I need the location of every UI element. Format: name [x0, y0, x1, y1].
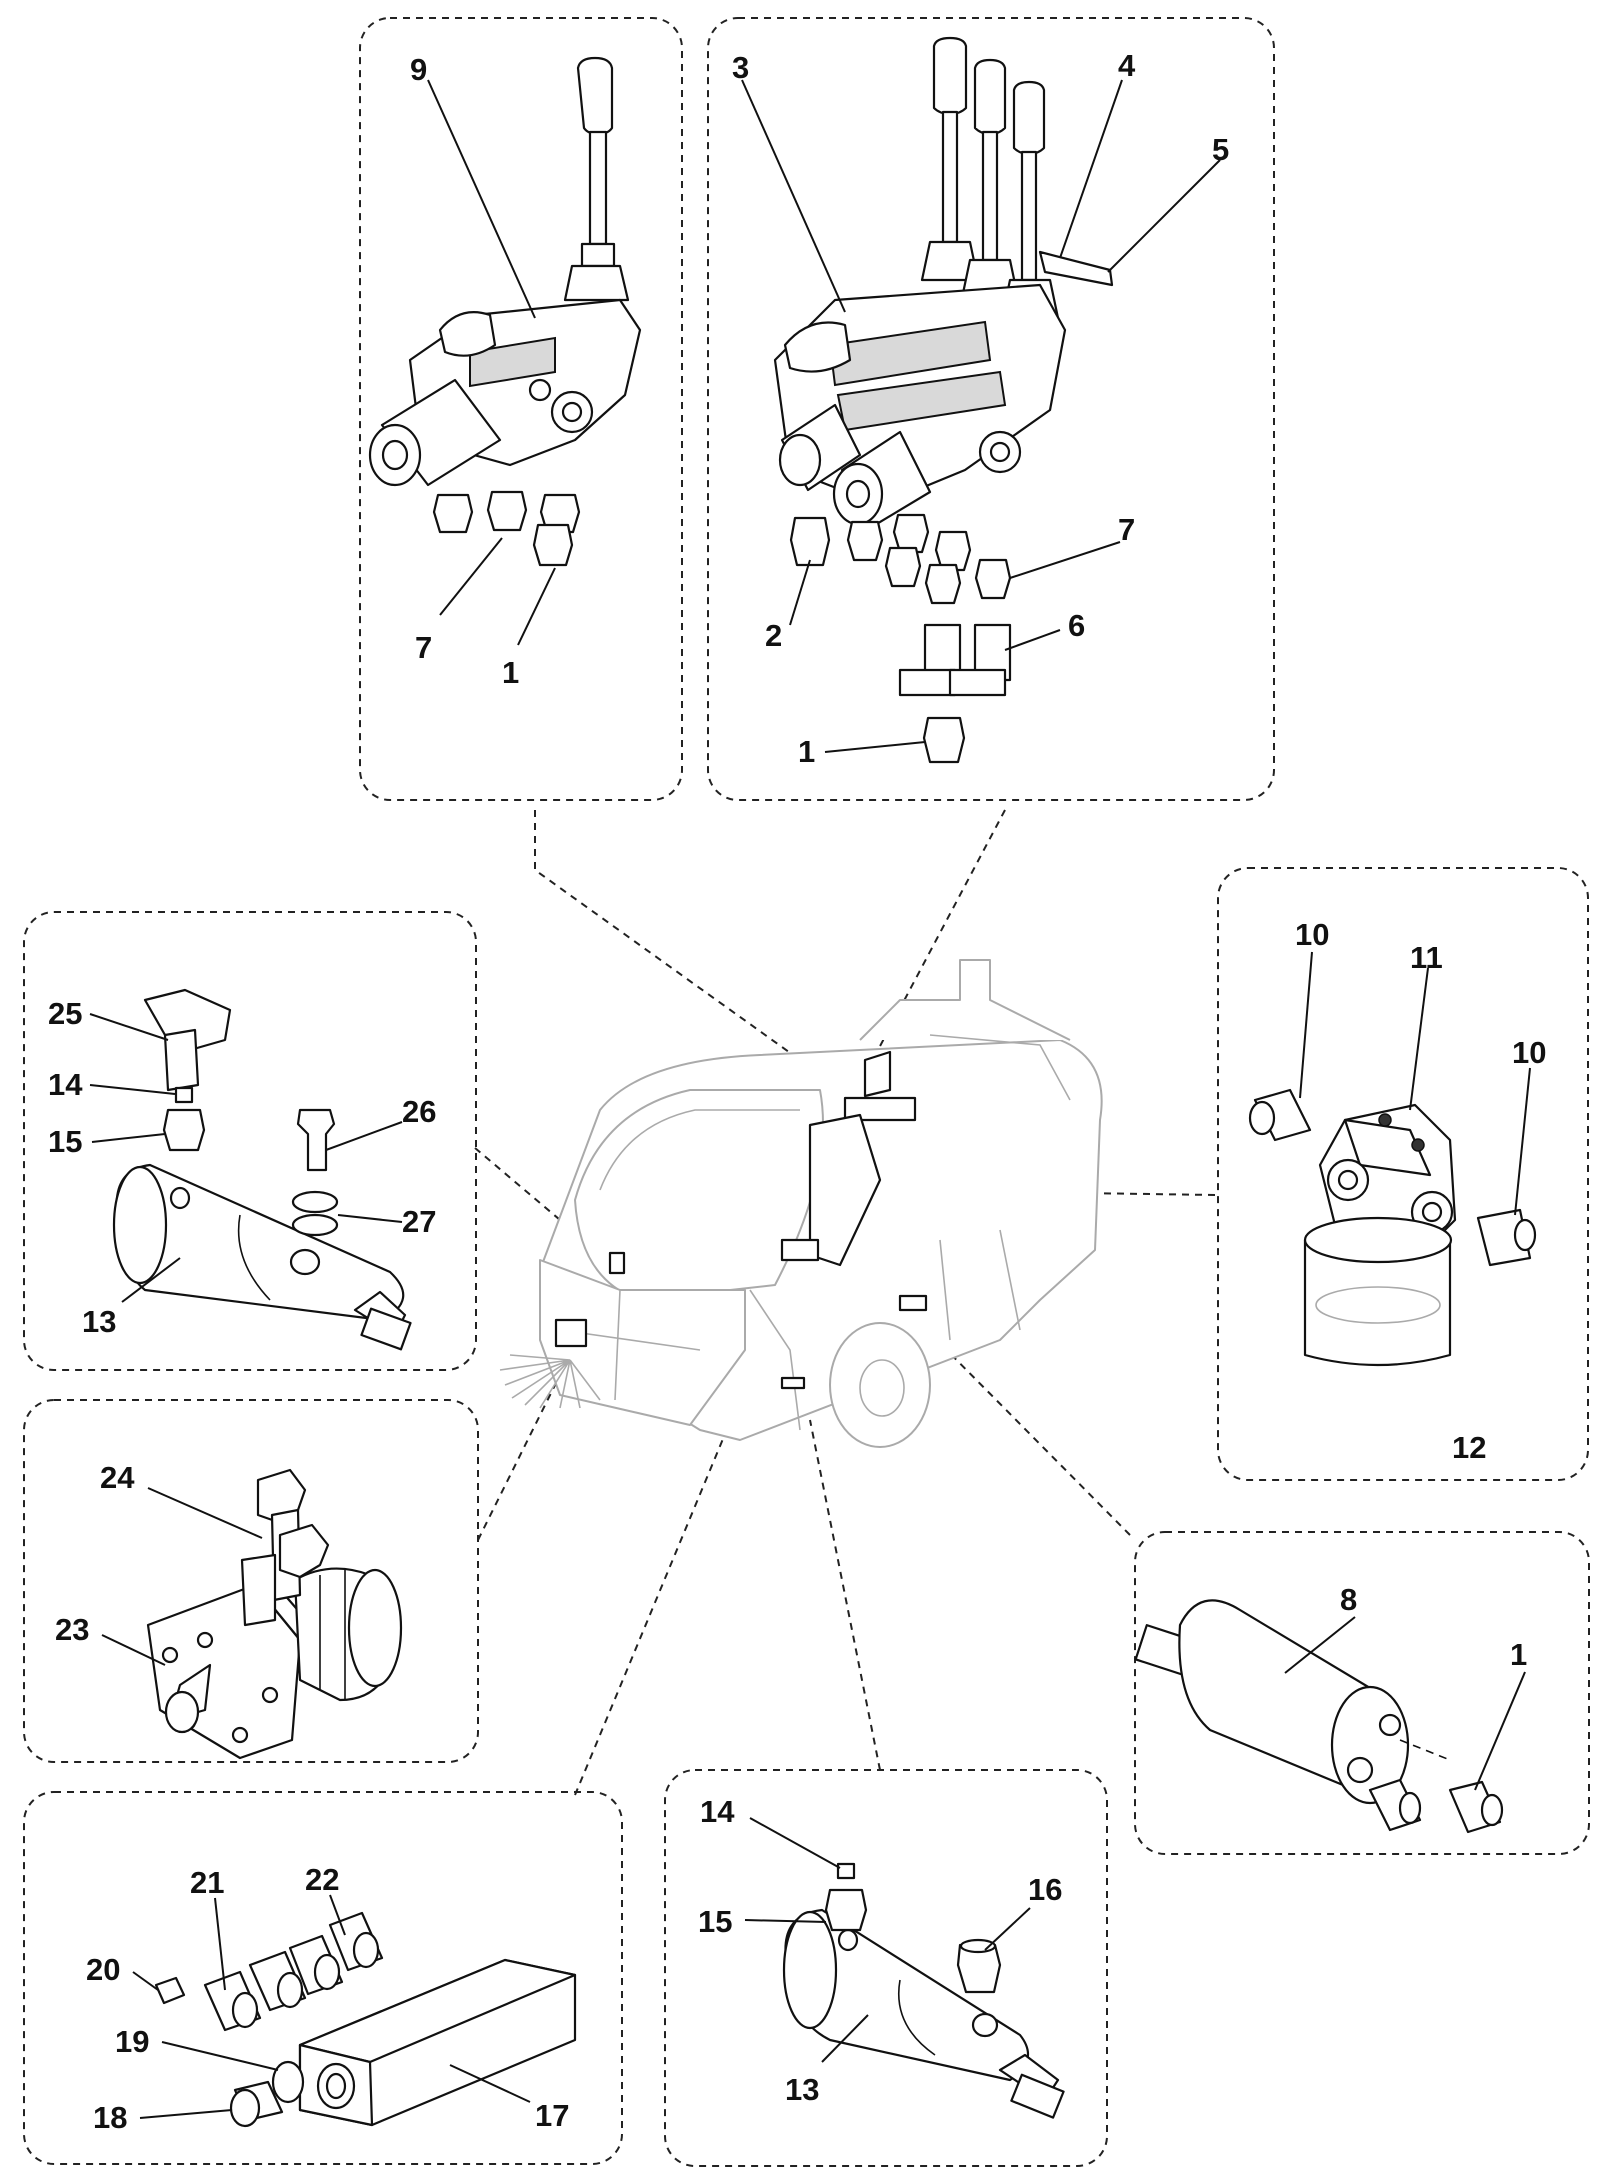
- hydraulic-valve-single-icon: [368, 56, 642, 487]
- panel3-leaders: [1299, 951, 1531, 1216]
- fitting-icon: [789, 513, 1012, 764]
- callout-24: 24: [100, 1460, 135, 1495]
- callout-27: 27: [402, 1204, 436, 1239]
- panel2-leaders: [741, 79, 1221, 753]
- callout-14: 14: [700, 1794, 735, 1829]
- panel7-leaders: [132, 1894, 531, 2119]
- callout-2: 2: [765, 618, 782, 653]
- panel4-leaders: [89, 1013, 403, 1303]
- callout-1: 1: [1510, 1637, 1527, 1672]
- callout-14: 14: [48, 1067, 83, 1102]
- callout-23: 23: [55, 1612, 89, 1647]
- panel5-leaders: [101, 1487, 263, 1666]
- callout-26: 26: [402, 1094, 436, 1129]
- callout-25: 25: [48, 996, 82, 1031]
- callout-5: 5: [1212, 132, 1229, 167]
- hydraulic-valve-triple-icon: [773, 36, 1114, 530]
- callout-22: 22: [305, 1862, 339, 1897]
- callout-3: 3: [732, 50, 749, 85]
- callout-1: 1: [798, 734, 815, 769]
- callout-6: 6: [1068, 608, 1085, 643]
- callout-15: 15: [698, 1904, 732, 1939]
- callout-15: 15: [48, 1124, 82, 1159]
- fitting-icon: [432, 490, 581, 567]
- cooler-icon: [1134, 1599, 1504, 1834]
- callout-10: 10: [1295, 917, 1329, 952]
- callout-7: 7: [1118, 512, 1135, 547]
- panel8-leaders: [744, 1817, 1031, 2063]
- callout-11: 11: [1410, 940, 1443, 975]
- callout-4: 4: [1118, 48, 1136, 83]
- callout-20: 20: [86, 1952, 120, 1987]
- sweeper-machine-icon: [499, 959, 1103, 1448]
- callout-21: 21: [190, 1865, 224, 1900]
- callout-7: 7: [415, 630, 432, 665]
- oil-filter-icon: [1248, 1088, 1537, 1367]
- callout-18: 18: [93, 2100, 127, 2135]
- callout-9: 9: [410, 52, 427, 87]
- panel1-leaders: [427, 79, 556, 646]
- callout-8: 8: [1340, 1582, 1357, 1617]
- hydraulic-cylinder-icon: [782, 1862, 1065, 2119]
- callout-17: 17: [535, 2098, 569, 2133]
- side-brush-icon: [499, 1354, 601, 1409]
- callout-19: 19: [115, 2024, 149, 2059]
- panel6-leaders: [1284, 1616, 1526, 1791]
- callout-10: 10: [1512, 1035, 1546, 1070]
- hydraulic-motor-icon: [146, 1468, 403, 1760]
- callout-12: 12: [1452, 1430, 1486, 1465]
- callout-13: 13: [785, 2072, 819, 2107]
- callout-16: 16: [1028, 1872, 1062, 1907]
- callout-13: 13: [82, 1304, 116, 1339]
- panel-frames: [23, 17, 1590, 2167]
- callout-1: 1: [502, 655, 519, 690]
- hydraulic-cylinder-icon: [112, 988, 412, 1351]
